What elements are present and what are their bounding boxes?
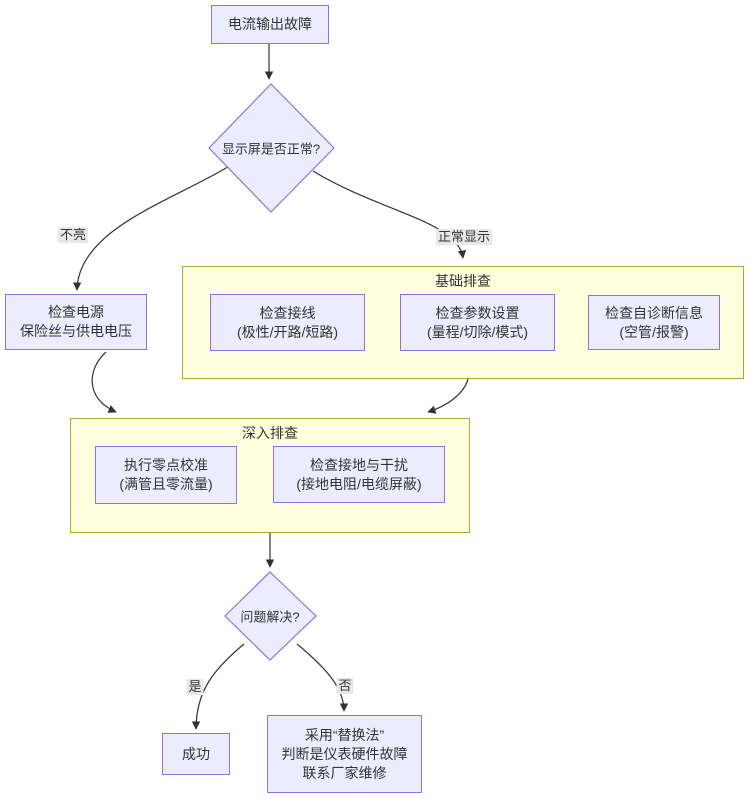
node-line: (满管且零流量) (119, 476, 213, 492)
node-line: 判断是仪表硬件故障 (281, 745, 408, 762)
node-replace-method: 采用“替换法” 判断是仪表硬件故障 联系厂家维修 (267, 715, 422, 793)
decision-display-label: 显示屏是否正常? (221, 141, 321, 157)
node-line: 检查接线 (259, 304, 316, 321)
node-line: 采用“替换法” (304, 726, 385, 743)
node-line: (极性/开路/短路) (236, 323, 339, 340)
node-line: 检查自诊断信息 (605, 304, 703, 321)
node-check-power: 检查电源 保险丝与供电电压 (5, 294, 147, 350)
edge-basic-to-deep (427, 378, 469, 414)
node-start-label: 电流输出故障 (228, 16, 312, 32)
node-check-wiring: 检查接线 (极性/开路/短路) (210, 294, 365, 351)
node-line: 检查接地与干扰 (310, 456, 408, 473)
node-check-params: 检查参数设置 (量程/切除/模式) (400, 294, 555, 351)
node-success-label: 成功 (182, 745, 210, 762)
edge-label-yes: 是 (186, 679, 204, 695)
node-line: 执行零点校准 (124, 457, 208, 473)
node-start: 电流输出故障 (211, 5, 329, 44)
edge-label-normal-display: 正常显示 (435, 229, 493, 245)
node-check-grounding: 检查接地与干扰 (接地电阻/电缆屏蔽) (273, 446, 445, 503)
group-basic-check-title: 基础排查 (435, 273, 491, 289)
node-line: 联系厂家维修 (302, 764, 387, 781)
node-line: (量程/切除/模式) (426, 323, 529, 340)
edge-power-to-deep (91, 351, 117, 413)
decision-solved-label: 问题解决? (240, 609, 300, 625)
node-line: (接地电阻/电缆屏蔽) (296, 475, 422, 492)
node-line: 保险丝与供电电压 (20, 323, 132, 339)
node-line: 检查参数设置 (435, 304, 520, 321)
edge-label-not-lit: 不亮 (57, 227, 89, 243)
node-line: 检查电源 (48, 304, 104, 320)
node-success: 成功 (162, 733, 230, 775)
edge-label-no: 否 (336, 678, 354, 694)
node-line: (空管/报警) (619, 323, 689, 340)
group-deep-check-title: 深入排查 (242, 425, 298, 441)
node-zero-calibration: 执行零点校准 (满管且零流量) (95, 446, 237, 504)
node-check-diagnostics: 检查自诊断信息 (空管/报警) (588, 295, 720, 350)
